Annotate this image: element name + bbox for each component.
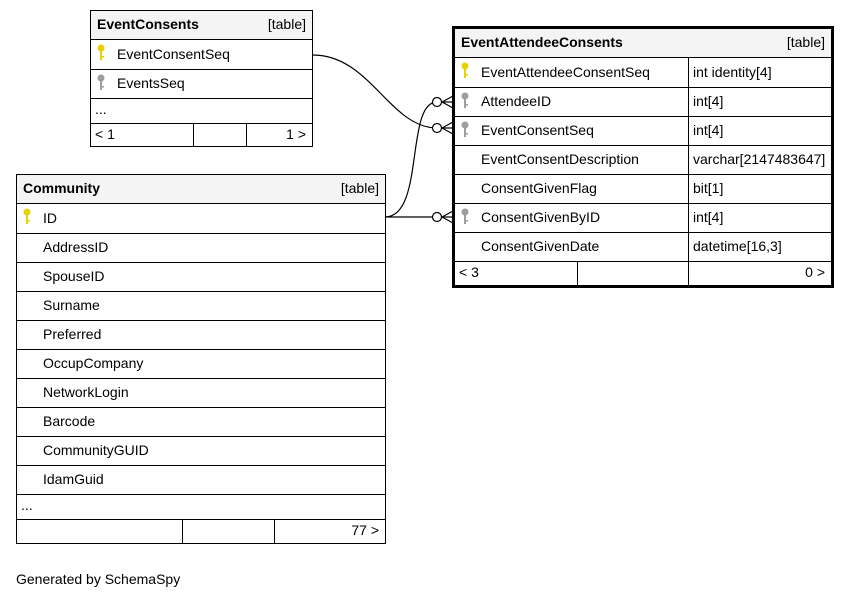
column-name: NetworkLogin: [43, 384, 129, 400]
table-title: EventAttendeeConsents: [461, 34, 623, 50]
column-name: EventAttendeeConsentSeq: [481, 64, 650, 80]
divider: [274, 520, 275, 543]
crowfoot-eventconsentseq: [441, 121, 454, 135]
column-name: EventConsentSeq: [117, 46, 230, 62]
column-row[interactable]: ConsentGivenByID int[4]: [455, 204, 831, 233]
column-row[interactable]: Barcode: [17, 408, 385, 437]
foreign-key-icon: [97, 74, 105, 90]
generated-by-note: Generated by SchemaSpy: [16, 571, 181, 587]
column-name: EventConsentSeq: [481, 122, 594, 138]
ellipsis: ...: [21, 497, 33, 513]
column-name: AttendeeID: [481, 93, 552, 109]
table-eventconsents[interactable]: EventConsents [table] EventConsentSeq Ev…: [90, 10, 313, 147]
column-row[interactable]: NetworkLogin: [17, 379, 385, 408]
table-header: Community [table]: [17, 175, 385, 204]
table-community[interactable]: Community [table] ID AddressID SpouseID …: [16, 174, 386, 544]
primary-key-icon: [461, 62, 469, 78]
column-row[interactable]: ConsentGivenDate datetime[16,3]: [455, 233, 831, 262]
column-type: varchar[2147483647]: [693, 151, 826, 167]
column-row[interactable]: AddressID: [17, 234, 385, 263]
foreign-key-icon: [461, 121, 469, 137]
crowfoot-attendeeid: [441, 95, 454, 109]
column-name: ID: [43, 210, 57, 226]
column-name: SpouseID: [43, 268, 105, 284]
column-name: OccupCompany: [43, 355, 144, 371]
divider: [688, 58, 689, 87]
foreign-key-icon: [461, 208, 469, 224]
column-name: Preferred: [43, 326, 102, 342]
divider: [182, 520, 183, 543]
more-columns-row: ...: [17, 495, 385, 520]
table-type-label: [table]: [340, 180, 379, 196]
divider: [577, 262, 578, 285]
column-row[interactable]: CommunityGUID: [17, 437, 385, 466]
table-nav-row: < 3 0 >: [455, 262, 831, 285]
column-name: Surname: [43, 297, 100, 313]
more-columns-row: ...: [91, 99, 312, 124]
column-type: int identity[4]: [693, 64, 772, 80]
children-count-link[interactable]: 77 >: [351, 522, 379, 538]
zero-marker-eventconsentseq: [431, 122, 443, 134]
children-count-link[interactable]: 0 >: [805, 264, 825, 280]
column-type: int[4]: [693, 93, 724, 109]
table-header: EventConsents [table]: [91, 11, 312, 40]
column-row[interactable]: EventAttendeeConsentSeq int identity[4]: [455, 58, 831, 88]
table-nav-row: < 1 1 >: [91, 124, 312, 146]
zero-marker-consentgivenbyid: [431, 211, 443, 223]
column-row[interactable]: EventConsentSeq: [91, 40, 312, 70]
column-row[interactable]: Surname: [17, 292, 385, 321]
zero-marker-attendeeid: [431, 96, 443, 108]
divider: [688, 175, 689, 203]
table-type-label: [table]: [786, 34, 825, 50]
column-type: bit[1]: [693, 180, 724, 196]
divider: [688, 233, 689, 261]
column-name: CommunityGUID: [43, 442, 149, 458]
primary-key-icon: [23, 208, 31, 224]
column-name: EventsSeq: [117, 75, 185, 91]
column-name: EventConsentDescription: [481, 151, 639, 167]
crowfoot-consentgivenbyid: [441, 210, 454, 224]
column-row[interactable]: SpouseID: [17, 263, 385, 292]
column-row[interactable]: IdamGuid: [17, 466, 385, 495]
column-row[interactable]: ID: [17, 204, 385, 234]
divider: [688, 146, 689, 174]
column-type: int[4]: [693, 209, 724, 225]
column-name: ConsentGivenDate: [481, 238, 600, 254]
ellipsis: ...: [95, 101, 107, 117]
column-name: AddressID: [43, 239, 109, 255]
column-type: datetime[16,3]: [693, 238, 782, 254]
column-row[interactable]: EventConsentSeq int[4]: [455, 117, 831, 146]
divider: [246, 124, 247, 146]
parents-count-link[interactable]: < 1: [95, 126, 115, 142]
column-name: Barcode: [43, 413, 96, 429]
column-name: ConsentGivenFlag: [481, 180, 597, 196]
table-header: EventAttendeeConsents [table]: [455, 29, 831, 58]
column-row[interactable]: AttendeeID int[4]: [455, 88, 831, 117]
column-name: IdamGuid: [43, 471, 104, 487]
column-row[interactable]: EventConsentDescription varchar[21474836…: [455, 146, 831, 175]
table-nav-row: 77 >: [17, 520, 385, 543]
divider: [193, 124, 194, 146]
table-title: EventConsents: [97, 16, 199, 32]
column-row[interactable]: OccupCompany: [17, 350, 385, 379]
divider: [688, 117, 689, 145]
foreign-key-icon: [461, 92, 469, 108]
divider: [688, 88, 689, 116]
table-eventattendeeconsents[interactable]: EventAttendeeConsents [table] EventAtten…: [452, 26, 834, 288]
table-type-label: [table]: [267, 16, 306, 32]
divider: [688, 262, 689, 285]
column-row[interactable]: Preferred: [17, 321, 385, 350]
table-title: Community: [23, 180, 100, 196]
primary-key-icon: [97, 44, 105, 60]
relation-community-to-attendeeid: [384, 101, 438, 218]
parents-count-link[interactable]: < 3: [459, 264, 479, 280]
column-row[interactable]: ConsentGivenFlag bit[1]: [455, 175, 831, 204]
children-count-link[interactable]: 1 >: [286, 126, 306, 142]
column-type: int[4]: [693, 122, 724, 138]
column-row[interactable]: EventsSeq: [91, 70, 312, 99]
column-name: ConsentGivenByID: [481, 209, 601, 225]
divider: [688, 204, 689, 232]
relation-eventconsents-to-attendeeconsents: [312, 54, 438, 129]
